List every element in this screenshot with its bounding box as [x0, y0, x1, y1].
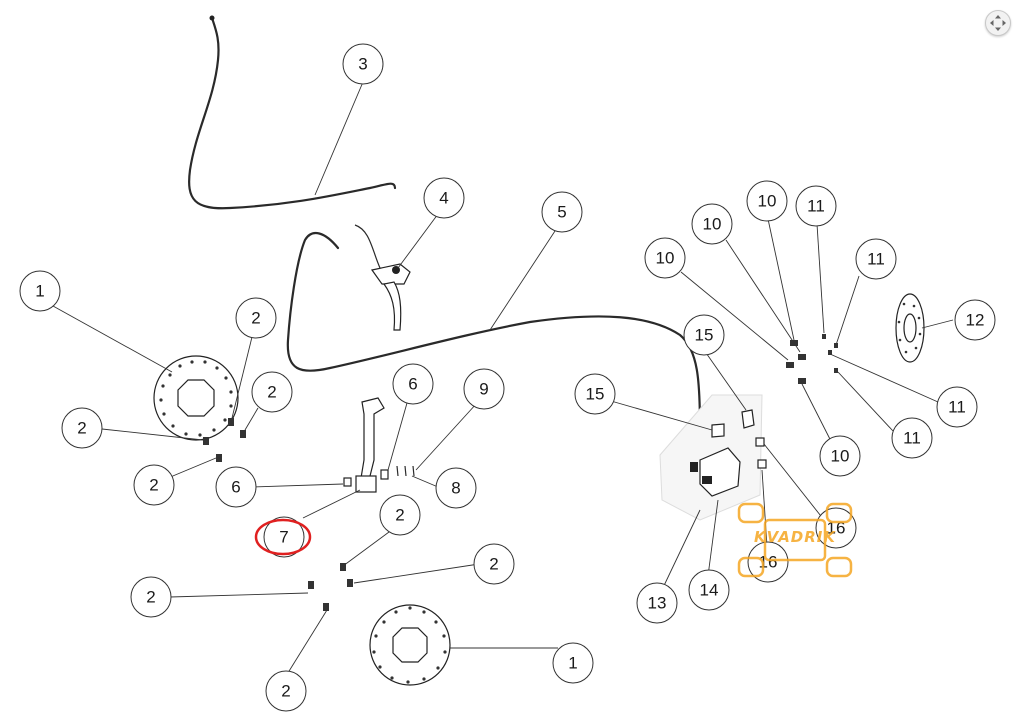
svg-text:2: 2 — [77, 419, 86, 438]
svg-text:2: 2 — [395, 506, 404, 525]
svg-text:10: 10 — [703, 215, 722, 234]
brake-disc-part-12 — [895, 293, 925, 363]
callout-2-h[interactable]: 2 — [265, 670, 307, 712]
callout-2-f[interactable]: 2 — [473, 543, 515, 585]
cable-part-3 — [188, 15, 397, 210]
callout-8[interactable]: 8 — [435, 467, 477, 509]
svg-text:6: 6 — [231, 478, 240, 497]
callout-3[interactable]: 3 — [342, 43, 384, 85]
svg-text:13: 13 — [648, 594, 667, 613]
callout-2-a[interactable]: 2 — [235, 297, 277, 339]
callout-15-b[interactable]: 15 — [683, 314, 725, 356]
expand-arrows-icon[interactable] — [985, 10, 1011, 36]
callout-5[interactable]: 5 — [541, 191, 583, 233]
callout-9[interactable]: 9 — [463, 368, 505, 410]
callout-2-d[interactable]: 2 — [133, 464, 175, 506]
svg-text:2: 2 — [146, 588, 155, 607]
svg-text:1: 1 — [35, 282, 44, 301]
callout-1-upper[interactable]: 1 — [19, 270, 61, 312]
callout-12[interactable]: 12 — [954, 299, 996, 341]
callout-2-b[interactable]: 2 — [251, 371, 293, 413]
svg-text:11: 11 — [903, 429, 921, 448]
svg-text:10: 10 — [831, 447, 850, 466]
svg-text:2: 2 — [267, 383, 276, 402]
callout-10-c[interactable]: 10 — [746, 180, 788, 222]
callout-15-a[interactable]: 15 — [574, 373, 616, 415]
brake-lever-part-4 — [354, 224, 411, 331]
bolts-part-2 — [203, 418, 353, 611]
callout-1-lower[interactable]: 1 — [552, 642, 594, 684]
hardware-parts-10-11 — [786, 334, 838, 384]
svg-text:3: 3 — [358, 55, 367, 74]
svg-text:2: 2 — [489, 555, 498, 574]
svg-text:6: 6 — [408, 375, 417, 394]
svg-text:10: 10 — [656, 249, 675, 268]
watermark-text: KVADRIK — [753, 528, 837, 546]
highlight-ring — [254, 518, 312, 556]
svg-text:9: 9 — [479, 380, 488, 399]
svg-text:11: 11 — [867, 250, 885, 269]
callout-2-g[interactable]: 2 — [130, 576, 172, 618]
brake-disc-part-1-lower — [369, 604, 451, 686]
svg-text:2: 2 — [251, 309, 260, 328]
callout-10-d[interactable]: 10 — [819, 435, 861, 477]
svg-text:14: 14 — [700, 581, 719, 600]
svg-text:2: 2 — [281, 682, 290, 701]
svg-text:10: 10 — [758, 192, 777, 211]
svg-text:11: 11 — [948, 398, 966, 417]
callout-6-a[interactable]: 6 — [392, 363, 434, 405]
svg-text:4: 4 — [439, 189, 448, 208]
svg-text:8: 8 — [451, 479, 460, 498]
callout-10-a[interactable]: 10 — [644, 237, 686, 279]
svg-text:11: 11 — [807, 197, 825, 216]
callout-10-b[interactable]: 10 — [691, 203, 733, 245]
callout-6-b[interactable]: 6 — [215, 466, 257, 508]
callout-7[interactable]: 7 — [254, 516, 312, 558]
callout-2-c[interactable]: 2 — [61, 407, 103, 449]
svg-text:15: 15 — [695, 326, 714, 345]
svg-text:5: 5 — [557, 203, 566, 222]
callout-11-a[interactable]: 11 — [795, 185, 837, 227]
svg-text:12: 12 — [966, 311, 985, 330]
callout-2-e[interactable]: 2 — [379, 494, 421, 536]
caliper-mount-part-7 — [343, 397, 415, 493]
callout-4[interactable]: 4 — [423, 177, 465, 219]
callout-11-c[interactable]: 11 — [936, 386, 978, 428]
callout-11-d[interactable]: 11 — [891, 417, 933, 459]
callout-11-b[interactable]: 11 — [855, 238, 897, 280]
callout-14[interactable]: 14 — [688, 569, 730, 611]
svg-text:1: 1 — [568, 654, 577, 673]
leader-lines — [52, 81, 954, 677]
brake-disc-part-1-upper — [153, 355, 239, 441]
kvadrik-watermark-logo: KVADRIK — [735, 498, 855, 582]
callout-13[interactable]: 13 — [636, 582, 678, 624]
svg-text:15: 15 — [586, 385, 605, 404]
svg-text:7: 7 — [279, 528, 288, 547]
svg-text:2: 2 — [149, 476, 158, 495]
caliper-assembly-part-13 — [659, 394, 767, 521]
